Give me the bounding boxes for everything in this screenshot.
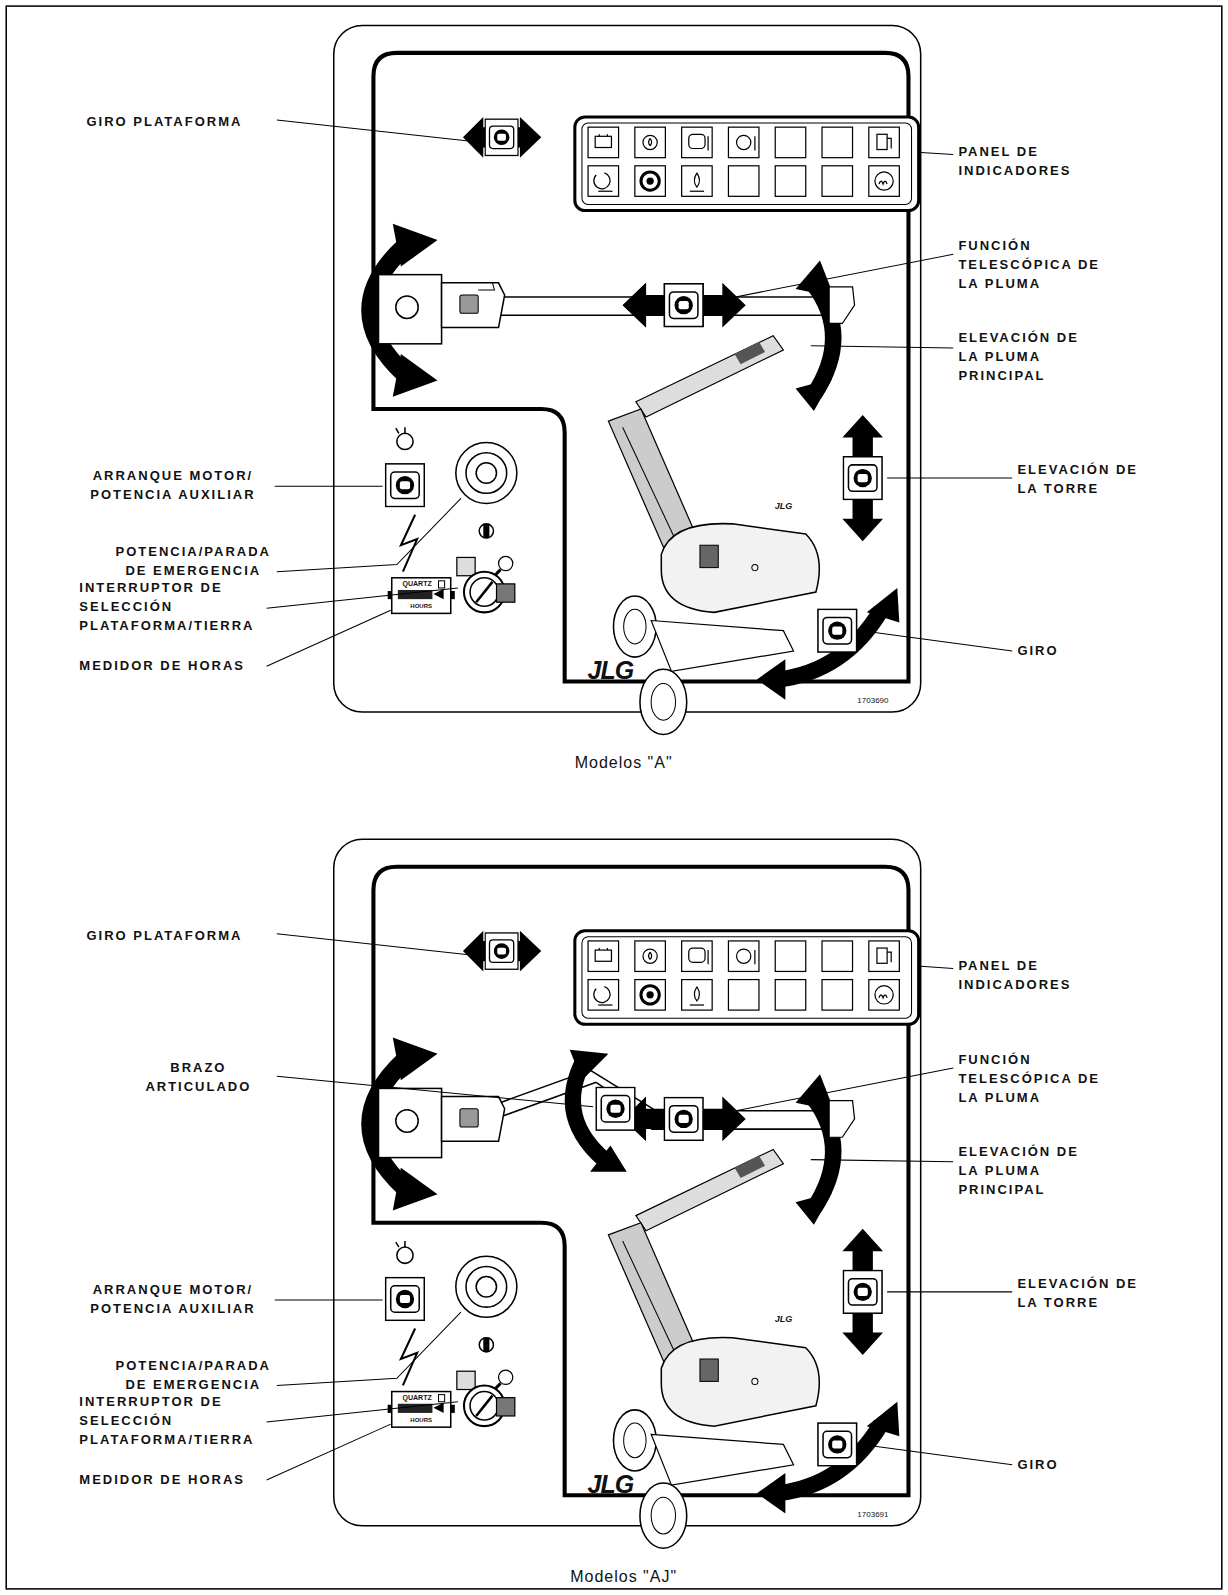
callout-label: ELEVACIÓN DE LA TORRE: [1017, 1274, 1141, 1312]
callout-label: PANEL DE INDICADORES: [958, 142, 1111, 180]
platform-a: [379, 275, 505, 344]
platform-aj: [379, 1088, 505, 1157]
leader-line: [277, 1076, 593, 1107]
callout-label: ELEVACIÓN DE LA PLUMA PRINCIPAL: [958, 1142, 1084, 1199]
callout-label: INTERRUPTOR DE SELECCIÓN PLATAFORMA/TIER…: [79, 1392, 282, 1449]
brand-logo: JLG: [570, 1466, 651, 1502]
figure-caption: Modelos "A": [512, 751, 736, 774]
callout-label: FUNCIÓN TELESCÓPICA DE LA PLUMA: [958, 236, 1121, 293]
callout-label: BRAZO ARTICULADO: [127, 1058, 269, 1096]
callout-label: POTENCIA/PARADA DE EMERGENCIA: [103, 542, 284, 580]
callout-label: PANEL DE INDICADORES: [958, 956, 1111, 994]
control-panel-aj: [334, 839, 921, 1548]
callout-label: FUNCIÓN TELESCÓPICA DE LA PLUMA: [958, 1050, 1121, 1107]
callout-label: MEDIDOR DE HORAS: [79, 1470, 282, 1489]
control-panel-a: [334, 25, 921, 734]
figure-caption: Modelos "AJ": [512, 1565, 736, 1588]
jib-aj: [494, 1050, 656, 1172]
callout-label: ARRANQUE MOTOR/ POTENCIA AUXILIAR: [74, 1280, 272, 1318]
part-number: 1703690: [842, 695, 903, 707]
meter-unit: HOURS: [404, 602, 439, 611]
boom-inner-a: [488, 283, 703, 328]
callout-label: GIRO: [1017, 1455, 1139, 1474]
callout-label: ELEVACIÓN DE LA PLUMA PRINCIPAL: [958, 328, 1084, 385]
callout-label: ELEVACIÓN DE LA TORRE: [1017, 460, 1141, 498]
leader-lines-aj: [267, 934, 1013, 1480]
callout-label: GIRO PLATAFORMA: [86, 112, 289, 131]
machine-logo: JLG: [766, 500, 801, 513]
meter-unit: HOURS: [404, 1416, 439, 1425]
callout-label: INTERRUPTOR DE SELECCIÓN PLATAFORMA/TIER…: [79, 578, 282, 635]
callout-label: ARRANQUE MOTOR/ POTENCIA AUXILIAR: [74, 466, 272, 504]
leader-lines-a: [267, 120, 1013, 666]
callout-label: GIRO: [1017, 641, 1139, 660]
callout-label: POTENCIA/PARADA DE EMERGENCIA: [103, 1356, 284, 1394]
meter-brand: QUARTZ: [397, 1393, 438, 1403]
machine-logo: JLG: [766, 1313, 801, 1326]
meter-brand: QUARTZ: [397, 579, 438, 589]
page-frame: [6, 6, 1222, 1589]
callout-label: MEDIDOR DE HORAS: [79, 656, 282, 675]
callout-label: GIRO PLATAFORMA: [86, 926, 289, 945]
brand-logo: JLG: [570, 652, 651, 688]
part-number: 1703691: [842, 1509, 903, 1521]
